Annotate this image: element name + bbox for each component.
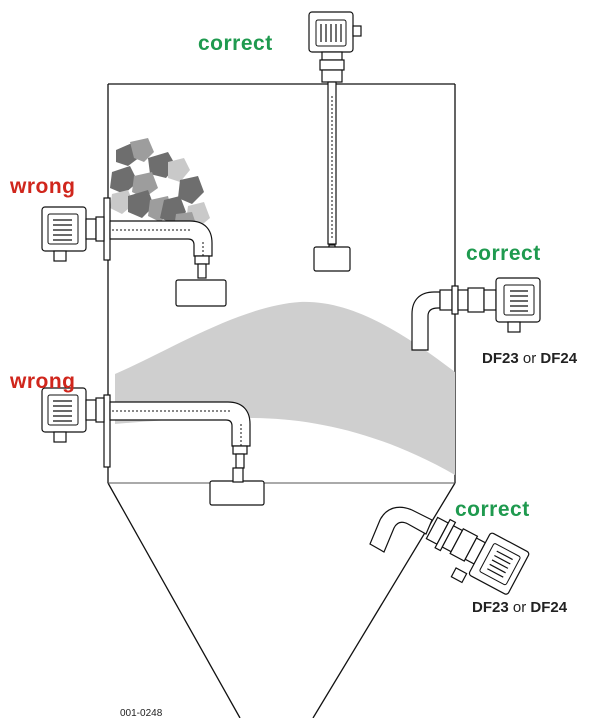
model-df23: DF23	[472, 599, 509, 616]
model-df24: DF24	[530, 599, 567, 616]
model-or: or	[513, 599, 531, 616]
lower-left-sensor	[41, 387, 265, 506]
label-correct-bottom-right: correct	[455, 498, 530, 521]
label-correct-top: correct	[198, 32, 273, 55]
top-sensor	[308, 11, 362, 272]
right-sensor	[411, 277, 541, 351]
model-label-bottom-right: DF23 or DF24	[472, 599, 568, 616]
model-df23: DF23	[482, 350, 519, 367]
upper-left-sensor	[41, 197, 227, 307]
figure-code: 001-0248	[120, 708, 163, 718]
bottom-right-sensor	[369, 506, 530, 595]
model-or: or	[523, 350, 541, 367]
bulk-material-pile	[115, 301, 455, 475]
material-lumps	[110, 138, 210, 232]
label-correct-right: correct	[466, 242, 541, 265]
label-wrong-upper: wrong	[9, 175, 76, 198]
label-wrong-lower: wrong	[9, 370, 76, 393]
model-df24: DF24	[540, 350, 577, 367]
model-label-right: DF23 or DF24	[482, 350, 578, 367]
